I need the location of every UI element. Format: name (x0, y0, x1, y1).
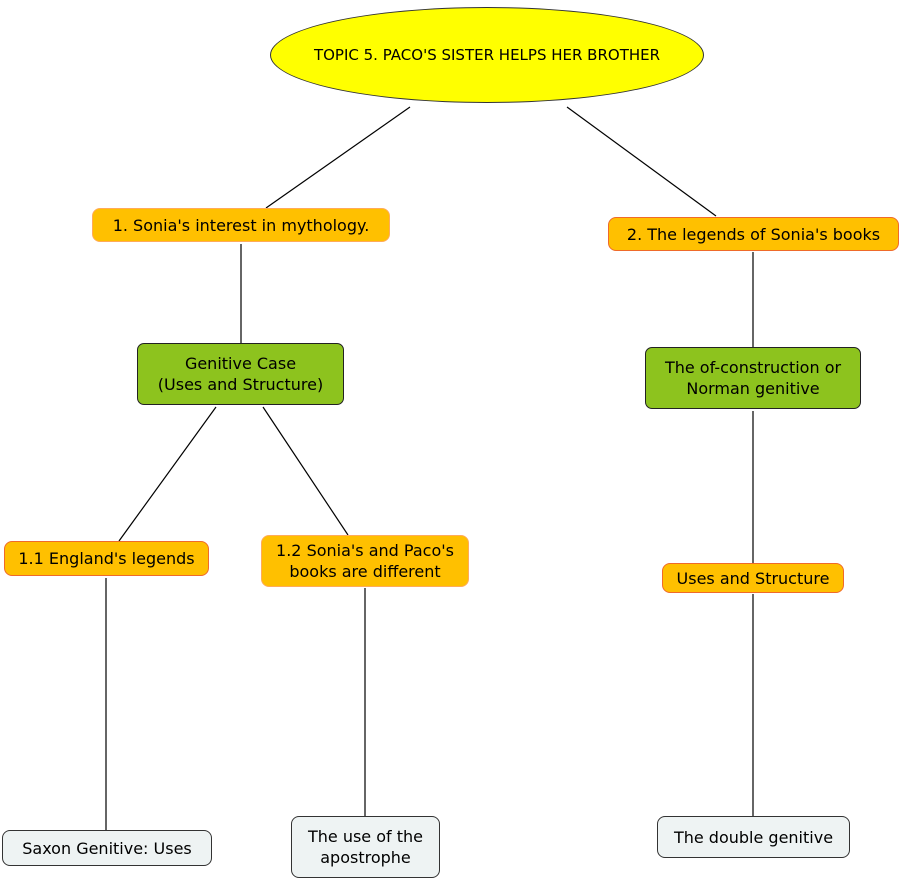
link-genitive-1-2 (262, 406, 349, 536)
double-genitive-node[interactable]: The double genitive (657, 816, 850, 858)
root-topic-node[interactable]: TOPIC 5. PACO'S SISTER HELPS HER BROTHER (270, 7, 704, 103)
topic-2-node[interactable]: 2. The legends of Sonia's books (608, 217, 899, 251)
apostrophe-node[interactable]: The use of the apostrophe (291, 816, 440, 878)
of-construction-node[interactable]: The of-construction or Norman genitive (645, 347, 861, 409)
link-root-topic2 (566, 106, 717, 217)
saxon-genitive-node[interactable]: Saxon Genitive: Uses (2, 830, 212, 866)
link-root-topic1 (265, 106, 411, 209)
subtopic-1-2-node[interactable]: 1.2 Sonia's and Paco's books are differe… (261, 535, 469, 587)
genitive-case-node[interactable]: Genitive Case (Uses and Structure) (137, 343, 344, 405)
subtopic-1-1-node[interactable]: 1.1 England's legends (4, 541, 209, 576)
uses-and-structure-node[interactable]: Uses and Structure (662, 563, 844, 593)
topic-1-node[interactable]: 1. Sonia's interest in mythology. (92, 208, 390, 242)
link-genitive-1-1 (118, 406, 217, 542)
